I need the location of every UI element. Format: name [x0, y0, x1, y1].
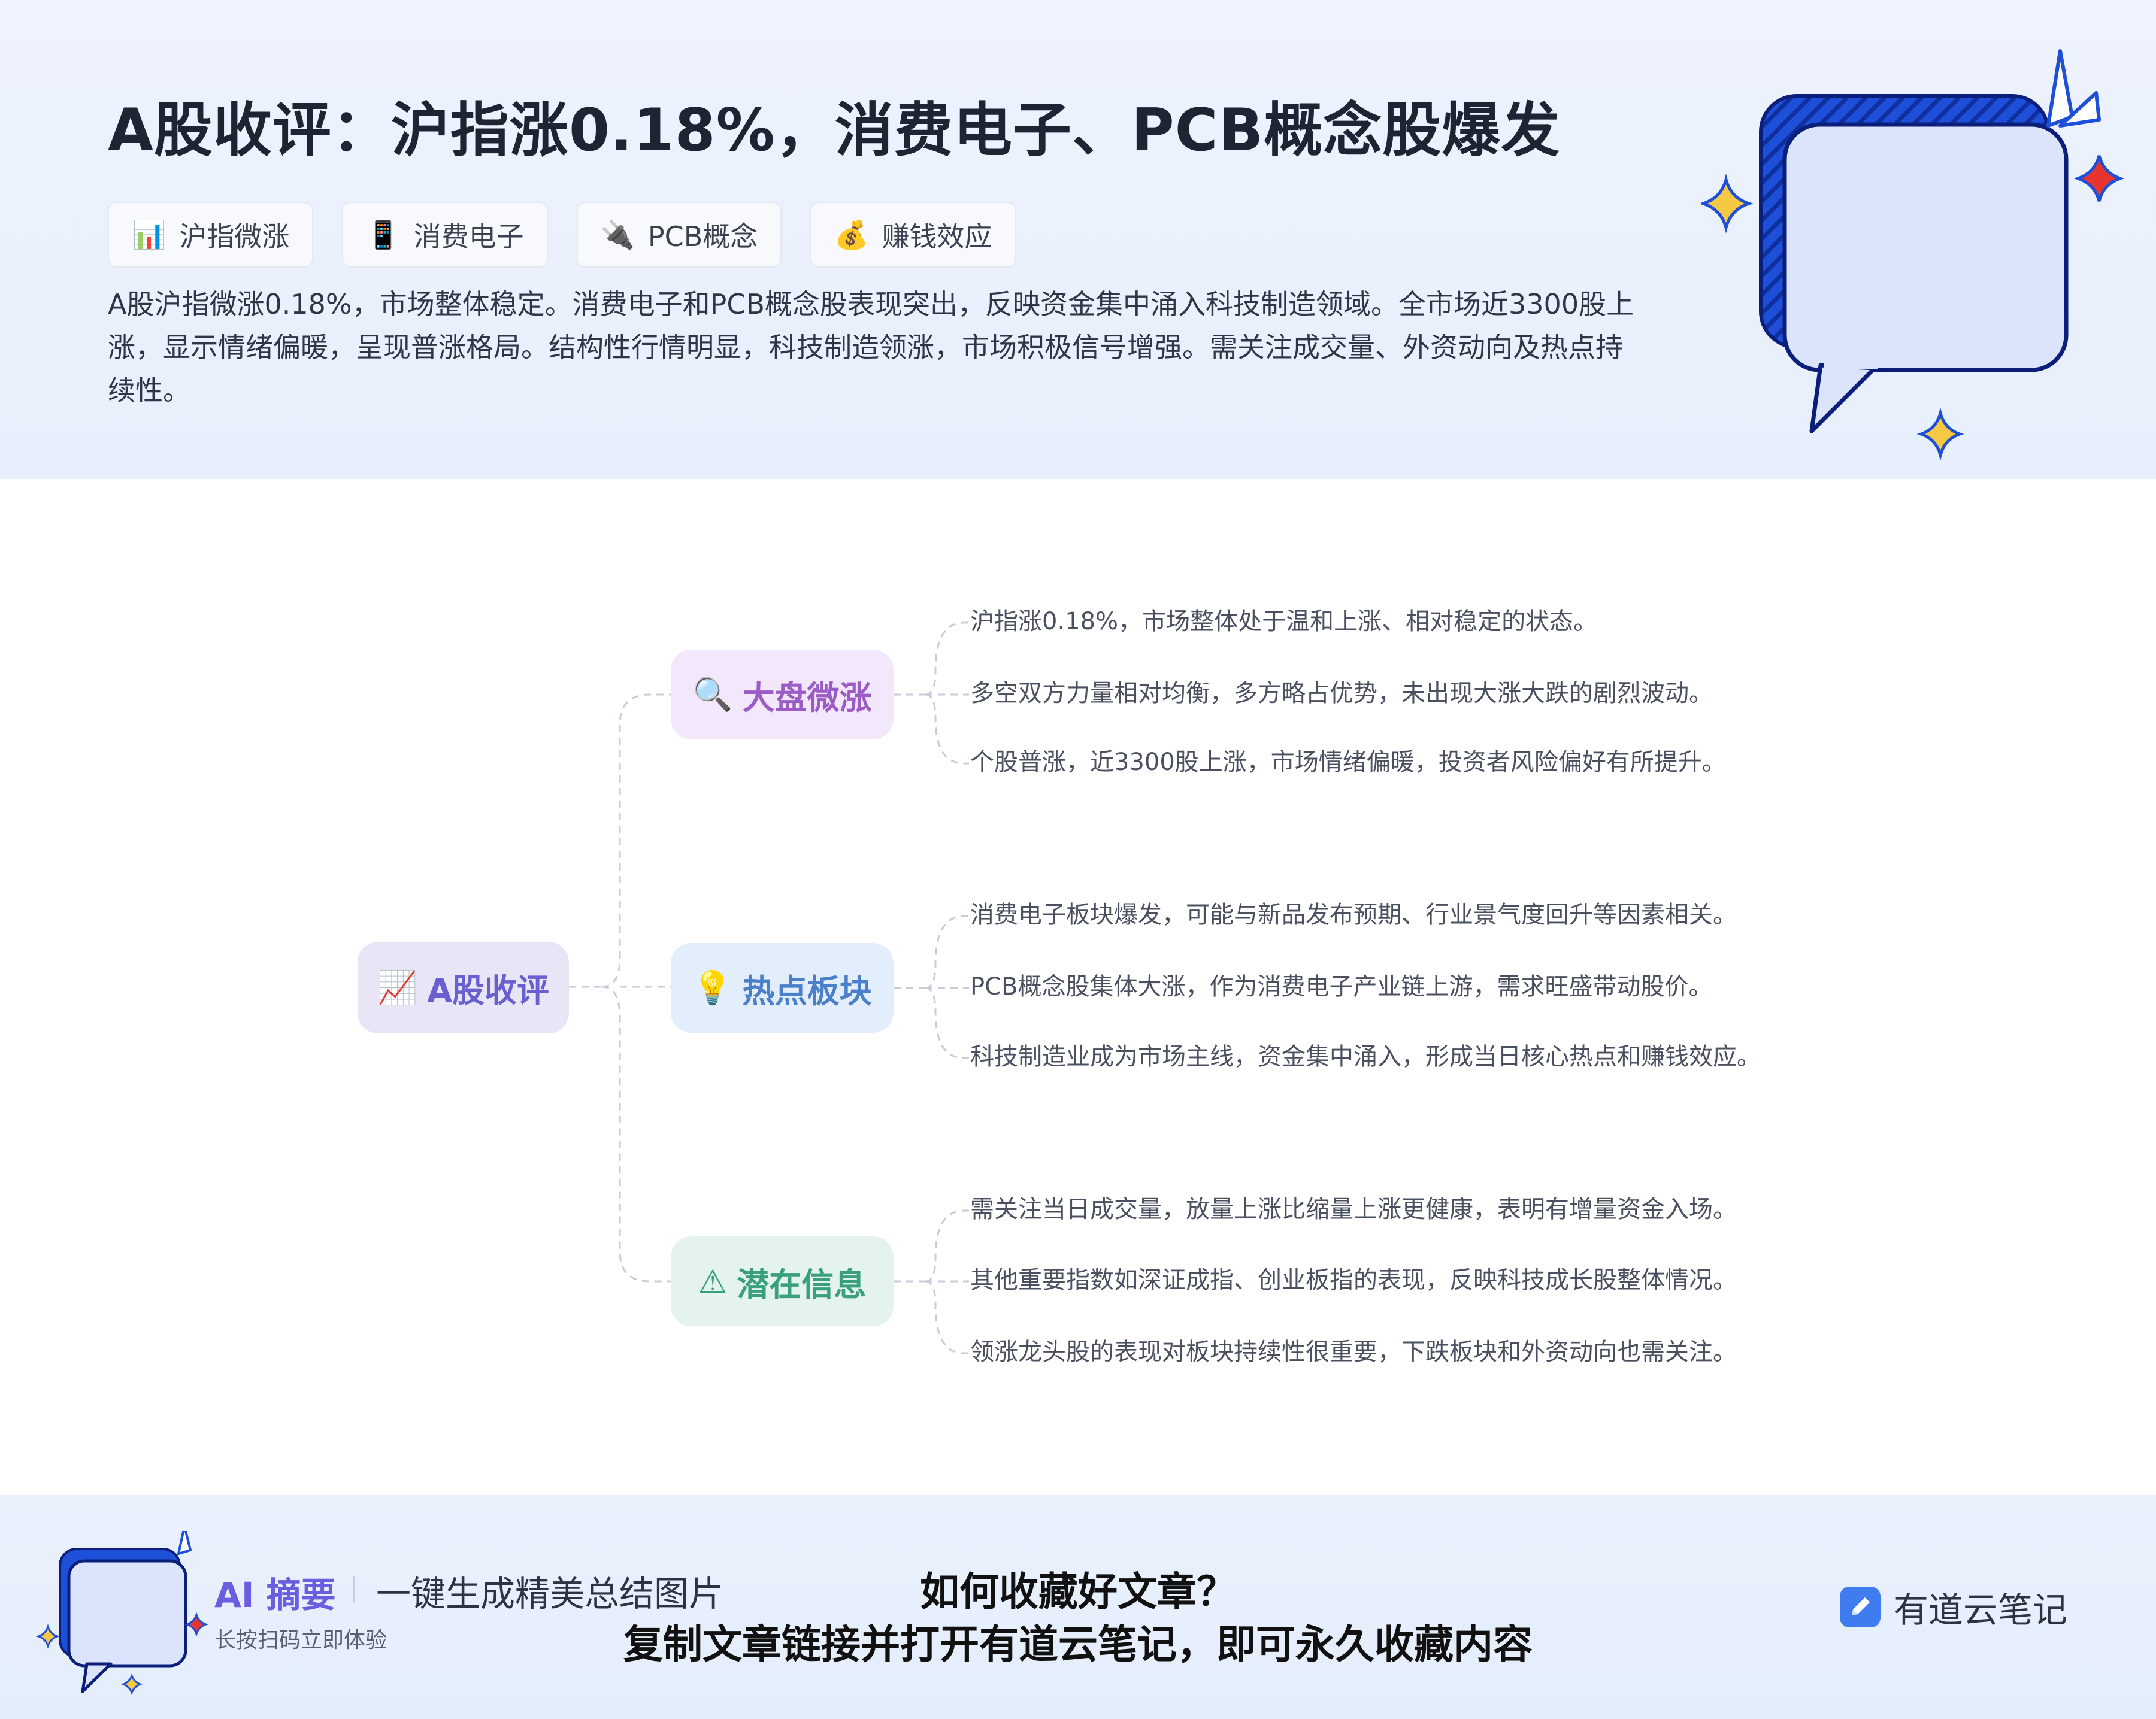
mindmap-leaf: 消费电子板块爆发，可能与新品发布预期、行业景气度回升等因素相关。 [970, 901, 1737, 929]
tag-label: 消费电子 [413, 220, 524, 253]
mindmap-leaf: 其他重要指数如深证成指、创业板指的表现，反映科技成长股整体情况。 [970, 1266, 1737, 1294]
sparkle-icon [1916, 407, 1964, 461]
mindmap-leaf: 需关注当日成交量，放量上涨比缩量上涨更健康，表明有增量资金入场。 [970, 1196, 1737, 1223]
node-label: 潜在信息 [737, 1265, 867, 1303]
tag-consumer-electronics[interactable]: 📱 消费电子 [342, 202, 548, 268]
speech-bubble-illustration [1701, 49, 2125, 461]
tag-profit-effect[interactable]: 💰 赚钱效应 [810, 202, 1016, 268]
mindmap-leaf: 多空双方力量相对均衡，多方略占优势，未出现大涨大跌的剧烈波动。 [970, 680, 1713, 707]
bar-chart-icon: 📊 [132, 218, 166, 251]
ai-summary-logo-icon [36, 1531, 209, 1696]
cta-question: 如何收藏好文章？ [920, 1569, 1236, 1615]
mindmap: 📈 A股收评 🔍 大盘微涨 沪指涨0.18%，市场整体处于温和上涨、相对稳定的状… [0, 479, 2156, 1497]
summary-text: A股沪指微涨0.18%，市场整体稳定。消费电子和PCB概念股表现突出，反映资金集… [108, 288, 1634, 407]
divider [353, 1576, 355, 1603]
magnifier-icon: 🔍 [692, 675, 733, 713]
tag-pcb[interactable]: 🔌 PCB概念 [576, 202, 782, 268]
mindmap-root-node[interactable]: 📈 A股收评 [358, 942, 569, 1033]
ai-summary-label: AI 摘要 [214, 1575, 336, 1615]
footer-banner: AI 摘要 一键生成精美总结图片 长按扫码立即体验 如何收藏好文章？ 复制文章链… [0, 1495, 2156, 1719]
chart-up-icon: 📈 [377, 968, 418, 1006]
mindmap-branch-market[interactable]: 🔍 大盘微涨 [671, 650, 894, 739]
mindmap-leaf: 个股普涨，近3300股上涨，市场情绪偏暖，投资者风险偏好有所提升。 [970, 748, 1726, 776]
money-bag-icon: 💰 [834, 218, 869, 251]
node-label: 大盘微涨 [742, 678, 872, 717]
tag-list: 📊 沪指微涨 📱 消费电子 🔌 PCB概念 💰 赚钱效应 [108, 202, 1016, 268]
cta-instruction: 复制文章链接并打开有道云笔记，即可永久收藏内容 [623, 1621, 1533, 1668]
phone-icon: 📱 [366, 218, 401, 251]
product-brand[interactable]: 有道云笔记 [1839, 1582, 2067, 1632]
plug-icon: 🔌 [600, 218, 635, 251]
scan-hint: 长按扫码立即体验 [214, 1628, 387, 1653]
mindmap-branch-hot-sectors[interactable]: 💡 热点板块 [671, 943, 894, 1033]
tag-label: 赚钱效应 [882, 220, 992, 253]
tag-index-up[interactable]: 📊 沪指微涨 [108, 202, 314, 268]
mindmap-leaf: PCB概念股集体大涨，作为消费电子产业链上游，需求旺盛带动股价。 [970, 973, 1713, 1001]
mindmap-branch-potential-info[interactable]: ⚠ 潜在信息 [671, 1236, 894, 1326]
product-name: 有道云笔记 [1894, 1590, 2068, 1630]
slogan: 一键生成精美总结图片 [376, 1574, 724, 1614]
mindmap-leaf: 科技制造业成为市场主线，资金集中涌入，形成当日核心热点和赚钱效应。 [970, 1043, 1761, 1071]
light-bulb-icon: 💡 [692, 969, 733, 1006]
mindmap-connectors [569, 621, 969, 1354]
note-pen-icon [1840, 1587, 1881, 1627]
tag-label: PCB概念 [647, 220, 758, 253]
tag-label: 沪指微涨 [179, 220, 290, 253]
triangle-icon [2046, 49, 2074, 128]
page-title: A股收评：沪指涨0.18%，消费电子、PCB概念股爆发 [108, 96, 1561, 165]
mindmap-leaf: 沪指涨0.18%，市场整体处于温和上涨、相对稳定的状态。 [970, 608, 1598, 635]
node-label: 热点板块 [742, 972, 872, 1010]
header-banner: A股收评：沪指涨0.18%，消费电子、PCB概念股爆发 📊 沪指微涨 📱 消费电… [0, 0, 2156, 479]
node-label: A股收评 [427, 972, 550, 1009]
sparkle-icon [2073, 155, 2125, 202]
mindmap-leaf: 领涨龙头股的表现对板块持续性很重要，下跌板块和外资动向也需关注。 [970, 1338, 1737, 1366]
warning-icon: ⚠ [698, 1262, 728, 1300]
sparkle-icon [1701, 174, 1754, 234]
